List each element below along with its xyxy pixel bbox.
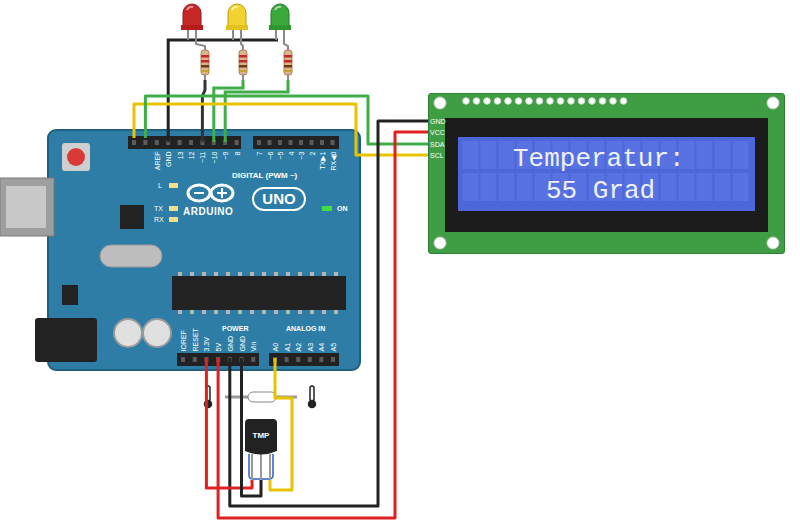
pin-label: A2 [294, 325, 303, 351]
pin-label: AREF [152, 151, 161, 177]
pin-header [253, 136, 339, 149]
pin-label: RX◀0 [328, 151, 337, 177]
power-jack [35, 318, 97, 362]
usb-chip [120, 205, 144, 229]
uno-badge [253, 188, 305, 210]
pin-label: 4 [286, 151, 295, 177]
pin-label: ~9 [221, 151, 230, 177]
capacitor [143, 319, 171, 347]
arduino-board: ARDUINO UNO [48, 138, 360, 358]
arduino-logo [188, 185, 233, 201]
status-led [169, 183, 178, 188]
wire-power [218, 132, 428, 518]
reset-button [62, 143, 90, 171]
led [181, 4, 203, 30]
slider-knob [248, 392, 276, 402]
pin-label: A3 [305, 325, 314, 351]
wire-ground [230, 121, 428, 506]
lcd-module-art [428, 93, 785, 254]
lcd-line: Temperatur: [513, 145, 685, 173]
usb-connector-inner [6, 186, 46, 228]
pin-label: ~5 [276, 151, 285, 177]
pin-label: GND [237, 325, 246, 351]
led-legs [188, 30, 288, 80]
pin-label: IOREF [179, 325, 188, 351]
pin-label: A1 [282, 325, 291, 351]
resistor-symbol [284, 50, 292, 75]
crystal [100, 245, 162, 267]
pin-label: ~6 [265, 151, 274, 177]
lcd-module: Temperatur: 55 Grad [428, 93, 785, 254]
sensor-label: TMP [244, 431, 278, 441]
voltage-regulator [62, 285, 78, 305]
led-label: TX [154, 204, 163, 213]
status-led [169, 217, 178, 222]
pin-label: 7 [255, 151, 264, 177]
pin-label: ~10 [209, 151, 218, 177]
board-model: UNO [253, 189, 305, 209]
pin-label: TX▶1 [318, 151, 327, 177]
pin-label: Vin [249, 325, 258, 351]
pin-label: ~11 [198, 151, 207, 177]
header-title: ANALOG IN [286, 324, 325, 333]
pin-label: 13 [175, 151, 184, 177]
pin-label: 2 [307, 151, 316, 177]
pin-label: 12 [187, 151, 196, 177]
led-label: ON [337, 204, 348, 213]
capacitor [114, 319, 142, 347]
wire-scl [134, 104, 428, 155]
pin-label: RESET [190, 325, 199, 351]
power-led [322, 206, 332, 211]
pin-label: GND [164, 151, 173, 177]
temperature-sensor-art [244, 418, 278, 480]
resistor-symbol [201, 50, 209, 75]
board-brand: ARDUINO [183, 206, 233, 218]
pin-label: ~3 [297, 151, 306, 177]
led [269, 4, 291, 30]
pin-label: A5 [329, 325, 338, 351]
lcd-line: 55 Grad [546, 177, 655, 205]
led-signal-wire [214, 80, 243, 142]
resistor-symbol [239, 50, 247, 75]
pin-label: A0 [271, 325, 280, 351]
header-title: POWER [222, 324, 248, 333]
chip-pins [178, 272, 338, 314]
pin-label: 5V [214, 325, 223, 351]
status-led [169, 206, 178, 211]
led-signal-wire [225, 80, 288, 142]
temperature-sensor: TMP [244, 418, 282, 480]
reset-button-cap [67, 148, 85, 166]
header-title: DIGITAL (PWM ~) [232, 171, 297, 181]
pin-label: 3.3V [202, 325, 211, 351]
usb-connector [0, 178, 54, 236]
header-holes [132, 140, 335, 362]
pin-label: 8 [232, 151, 241, 177]
microcontroller-chip [172, 276, 346, 310]
pin-label: A4 [317, 325, 326, 351]
led [226, 4, 248, 30]
pin-header [269, 353, 339, 366]
led-label: L [158, 181, 162, 190]
thermometer-icon [309, 386, 316, 408]
led-signal-wire [202, 80, 205, 142]
pin-label: GND [225, 325, 234, 351]
led-label: RX [154, 215, 164, 224]
